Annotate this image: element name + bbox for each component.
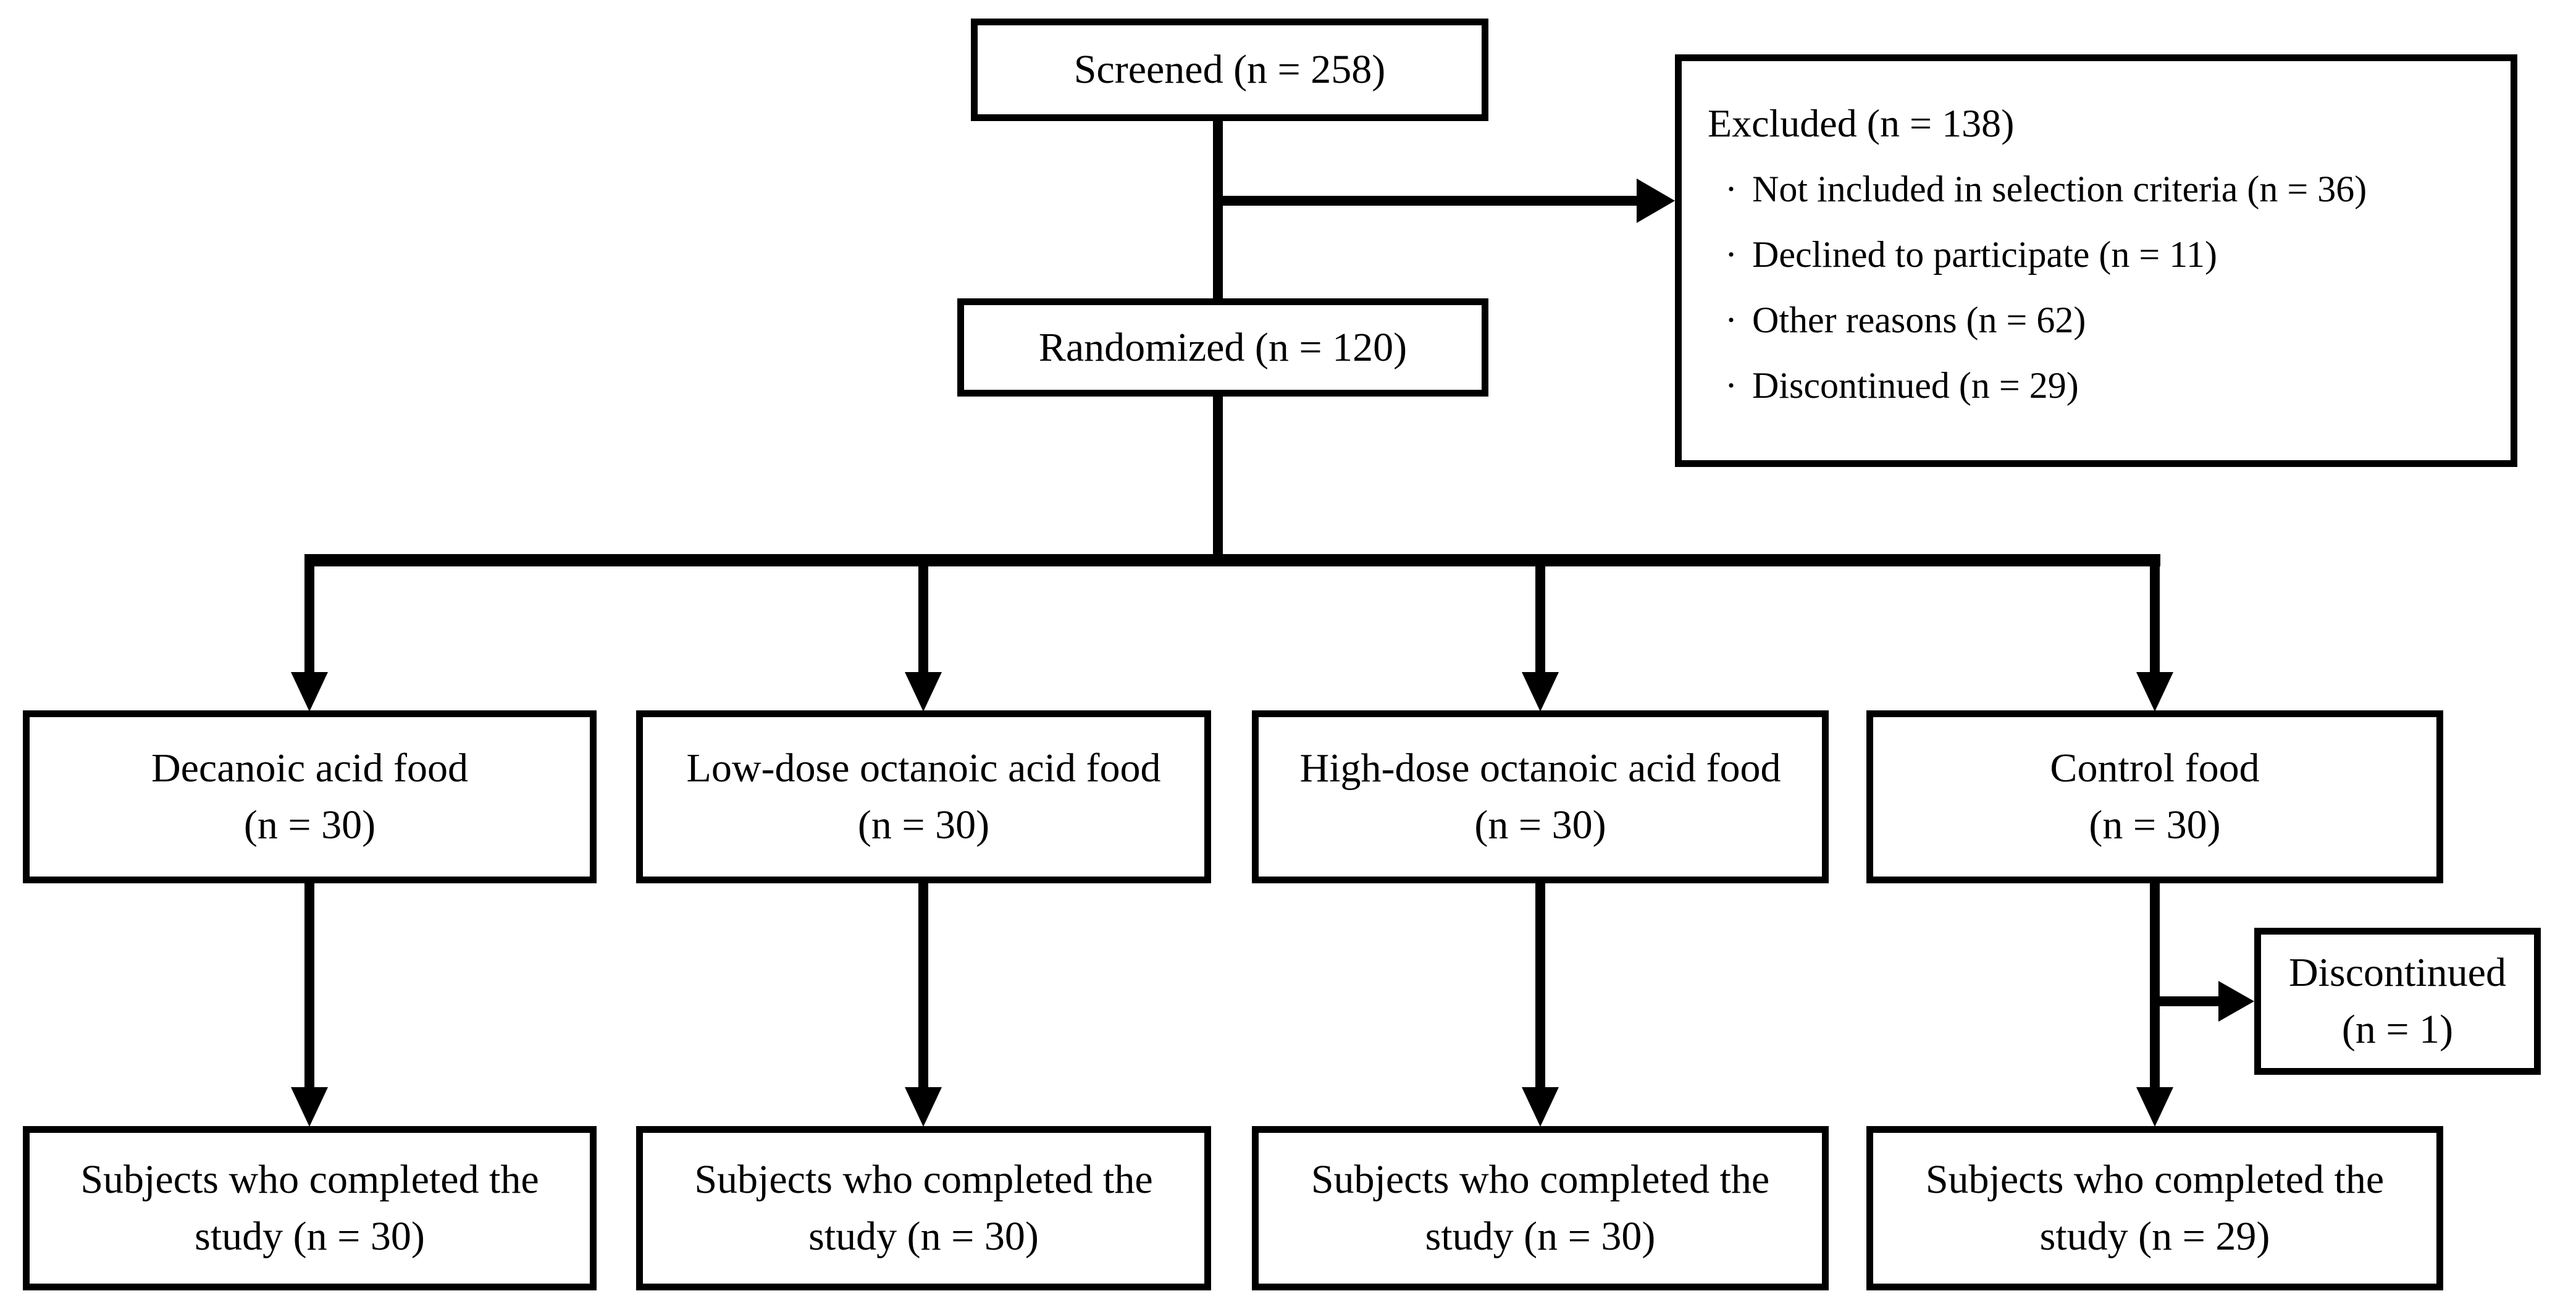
node-randomized: Randomized (n = 120) [957, 298, 1488, 397]
arrowhead-down-group-2-icon [905, 672, 942, 712]
node-group-high-dose-octanoic: High-dose octanoic acid food (n = 30) [1252, 710, 1829, 883]
completed-line1: Subjects who completed the [1311, 1157, 1770, 1202]
group-name: High-dose octanoic acid food [1299, 746, 1781, 791]
bullet-icon: · [1725, 365, 1737, 406]
group-n: (n = 30) [857, 802, 990, 847]
connector-screened-to-randomized [1213, 120, 1223, 300]
arrowhead-down-completed-3-icon [1522, 1087, 1559, 1127]
arrowhead-right-excluded-icon [1637, 179, 1675, 223]
connector-drop-group-3 [1535, 554, 1545, 672]
connector-to-control-discontinued [2150, 996, 2219, 1006]
excluded-item-text: Other reasons (n = 62) [1752, 300, 2086, 340]
completed-line1: Subjects who completed the [694, 1157, 1153, 1202]
arrowhead-down-group-4-icon [2136, 672, 2173, 712]
node-screened: Screened (n = 258) [971, 19, 1488, 121]
connector-randomized-to-split [1213, 396, 1223, 566]
node-group-low-dose-octanoic: Low-dose octanoic acid food (n = 30) [636, 710, 1211, 883]
group-name: Control food [2050, 746, 2260, 791]
group-n: (n = 30) [1474, 802, 1606, 847]
connector-drop-completed-1 [304, 883, 314, 1087]
group-n: (n = 30) [243, 802, 376, 847]
connector-drop-group-2 [918, 554, 928, 672]
bullet-icon: · [1725, 169, 1737, 209]
excluded-item: · Not included in selection criteria (n =… [1708, 156, 2367, 222]
arrowhead-down-group-1-icon [291, 672, 328, 712]
node-completed-decanoic: Subjects who completed the study (n = 30… [23, 1126, 597, 1290]
node-control-discontinued: Discontinued (n = 1) [2254, 928, 2541, 1075]
connector-drop-completed-2 [918, 883, 928, 1087]
completed-line2: study (n = 30) [195, 1214, 425, 1259]
node-completed-low-dose-octanoic: Subjects who completed the study (n = 30… [636, 1126, 1211, 1290]
connector-drop-group-4 [2150, 554, 2160, 672]
connector-distribution-line [304, 554, 2160, 566]
node-group-control: Control food (n = 30) [1866, 710, 2443, 883]
connector-drop-completed-4 [2150, 883, 2160, 1087]
connector-to-excluded [1213, 196, 1639, 206]
excluded-item-text: Declined to participate (n = 11) [1752, 234, 2217, 275]
arrowhead-down-group-3-icon [1522, 672, 1559, 712]
arrowhead-down-completed-2-icon [905, 1087, 942, 1127]
group-name: Decanoic acid food [151, 746, 469, 791]
excluded-item: · Declined to participate (n = 11) [1708, 222, 2217, 287]
completed-line2: study (n = 30) [1425, 1214, 1656, 1259]
node-excluded: Excluded (n = 138) · Not included in sele… [1675, 54, 2517, 467]
group-name: Low-dose octanoic acid food [686, 746, 1161, 791]
excluded-item: · Other reasons (n = 62) [1708, 287, 2086, 353]
completed-line2: study (n = 30) [808, 1214, 1039, 1259]
node-group-decanoic: Decanoic acid food (n = 30) [23, 710, 597, 883]
excluded-item: · Discontinued (n = 29) [1708, 353, 2079, 418]
discontinued-line1: Discontinued [2289, 950, 2506, 995]
node-screened-label: Screened (n = 258) [1073, 47, 1386, 92]
excluded-item-text: Discontinued (n = 29) [1752, 365, 2079, 406]
group-n: (n = 30) [2089, 802, 2221, 847]
node-completed-high-dose-octanoic: Subjects who completed the study (n = 30… [1252, 1126, 1829, 1290]
connector-drop-completed-3 [1535, 883, 1545, 1087]
node-randomized-label: Randomized (n = 120) [1038, 324, 1408, 370]
connector-drop-group-1 [304, 554, 314, 672]
completed-line2: study (n = 29) [2039, 1214, 2270, 1259]
completed-line1: Subjects who completed the [80, 1157, 539, 1202]
bullet-icon: · [1725, 300, 1737, 340]
discontinued-line2: (n = 1) [2341, 1007, 2454, 1052]
bullet-icon: · [1725, 234, 1737, 275]
excluded-title: Excluded (n = 138) [1708, 101, 2015, 145]
excluded-item-text: Not included in selection criteria (n = … [1752, 169, 2367, 209]
node-completed-control: Subjects who completed the study (n = 29… [1866, 1126, 2443, 1290]
arrowhead-right-discontinued-icon [2218, 981, 2254, 1022]
arrowhead-down-completed-4-icon [2136, 1087, 2173, 1127]
completed-line1: Subjects who completed the [1925, 1157, 2385, 1202]
arrowhead-down-completed-1-icon [291, 1087, 328, 1127]
